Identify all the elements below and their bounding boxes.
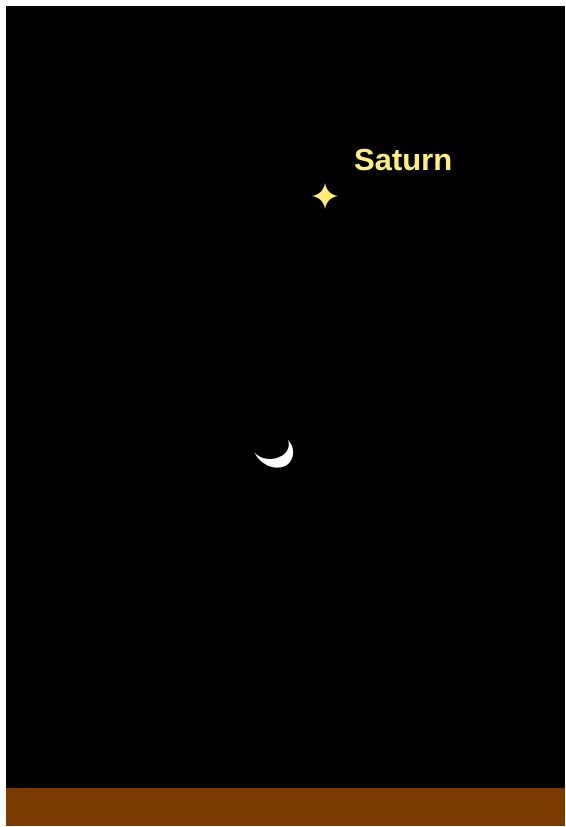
night-sky: [6, 6, 565, 788]
horizon-ground: [6, 788, 565, 826]
sky-chart: Saturn: [6, 6, 565, 826]
crescent-moon-icon: [254, 440, 294, 468]
saturn-label: Saturn: [354, 142, 453, 177]
four-point-star-icon: [312, 183, 338, 209]
